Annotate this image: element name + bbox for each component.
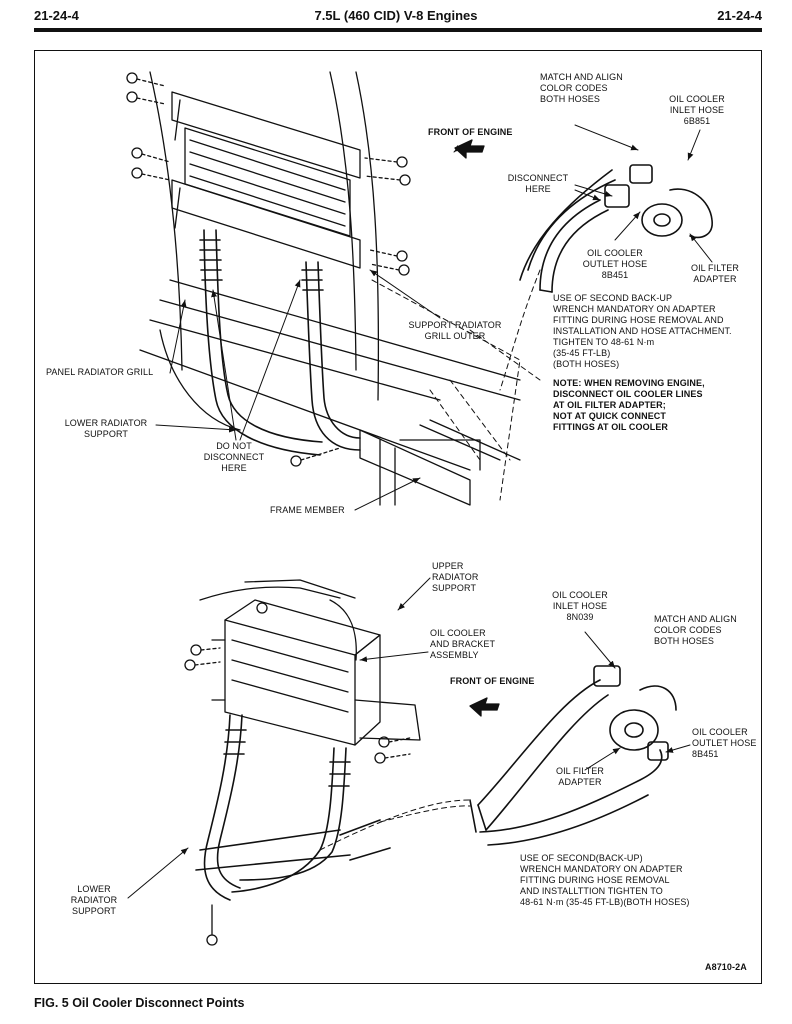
top-bolts [126, 72, 411, 467]
top-radiator-support-panel [139, 71, 521, 471]
top-wrench-note: USE OF SECOND BACK-UP WRENCH MANDATORY O… [553, 293, 732, 369]
top-leader-lines [155, 124, 713, 511]
bottom-front-arrow [469, 697, 500, 717]
top-dashed-lines [371, 269, 541, 501]
bottom-bolts [184, 602, 411, 946]
bottom-front-of-engine-label: FRONT OF ENGINE [450, 676, 535, 686]
page-title: 7.5L (460 CID) V-8 Engines [314, 8, 478, 23]
bottom-outlet-hose-label: OIL COOLER OUTLET HOSE 8B451 [692, 727, 757, 759]
top-oil-cooler [171, 91, 361, 269]
figure-frame [34, 50, 762, 984]
top-support-grill-label: SUPPORT RADIATOR GRILL OUTER [408, 320, 502, 341]
bottom-dashed-lines [319, 799, 471, 851]
top-removal-note: NOTE: WHEN REMOVING ENGINE, DISCONNECT O… [553, 378, 705, 432]
top-front-of-engine-label: FRONT OF ENGINE [428, 127, 513, 137]
top-inlet-hose-label: OIL COOLER INLET HOSE 6B851 [669, 94, 725, 126]
top-frame-member-label: FRAME MEMBER [270, 505, 345, 515]
bottom-oil-cooler-assembly [211, 599, 421, 746]
bottom-filter-adapter-label: OIL FILTER ADAPTER [555, 766, 604, 787]
figure-caption: FIG. 5 Oil Cooler Disconnect Points [34, 996, 245, 1010]
header-rule [34, 28, 762, 32]
bottom-match-align-label: MATCH AND ALIGN COLOR CODES BOTH HOSES [654, 614, 737, 646]
top-disconnect-here-label: DISCONNECT HERE [507, 173, 569, 194]
top-panel-grill-label: PANEL RADIATOR GRILL [46, 367, 154, 377]
top-outlet-hose-label: OIL COOLER OUTLET HOSE 8B451 [582, 248, 648, 280]
bottom-upper-support-label: UPPER RADIATOR SUPPORT [432, 561, 479, 593]
top-match-align-label: MATCH AND ALIGN COLOR CODES BOTH HOSES [540, 72, 623, 104]
figure-id: A8710-2A [705, 962, 747, 972]
top-cooler-hoses [199, 229, 361, 456]
bottom-wrench-note: USE OF SECOND(BACK-UP) WRENCH MANDATORY … [520, 853, 690, 907]
bottom-cooler-hoses [195, 714, 391, 901]
page-number-left: 21-24-4 [34, 8, 79, 23]
bottom-leader-lines [127, 577, 691, 899]
top-front-arrow [454, 139, 485, 159]
bottom-inlet-hose-label: OIL COOLER INLET HOSE 8N039 [552, 590, 608, 622]
top-filter-adapter-label: OIL FILTER ADAPTER [690, 263, 739, 284]
bottom-filter-adapter-hoses [469, 665, 677, 846]
top-frame-member [359, 419, 521, 506]
top-filter-adapter-hoses [519, 164, 713, 293]
page-number-right: 21-24-4 [717, 8, 762, 23]
bottom-lower-support-label: LOWER RADIATOR SUPPORT [70, 884, 118, 916]
top-do-not-disconnect-label: DO NOT DISCONNECT HERE [203, 441, 265, 473]
top-lower-support-label: LOWER RADIATOR SUPPORT [64, 418, 148, 439]
bottom-cooler-bracket-label: OIL COOLER AND BRACKET ASSEMBLY [430, 628, 496, 660]
bottom-upper-radiator-support [199, 579, 357, 661]
